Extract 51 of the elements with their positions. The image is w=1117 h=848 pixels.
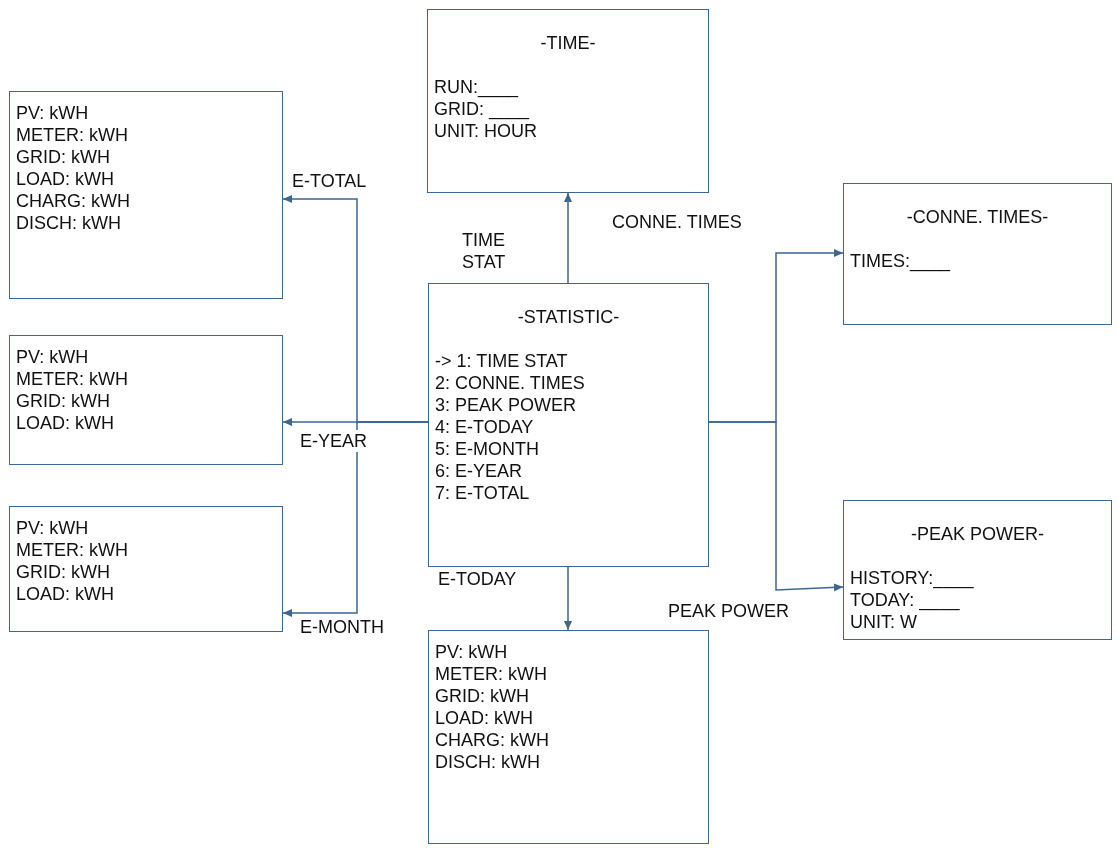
menu-line: PV: kWH — [16, 346, 90, 368]
menu-line: UNIT: HOUR — [434, 120, 538, 142]
menu-line: TODAY: ____ — [850, 589, 961, 611]
arrow — [564, 566, 572, 631]
menu-box — [428, 283, 709, 567]
menu-line: UNIT: W — [850, 611, 918, 633]
menu-box — [9, 91, 283, 299]
menu-line: GRID: kWH — [435, 685, 530, 707]
menu-line: METER: kWH — [16, 539, 129, 561]
arrow — [282, 421, 429, 617]
menu-box — [843, 183, 1112, 325]
menu-line: PV: kWH — [16, 102, 90, 124]
menu-line: GRID: kWH — [16, 390, 111, 412]
menu-line: METER: kWH — [16, 124, 129, 146]
screen-title: -CONNE. TIMES- — [905, 206, 1050, 228]
menu-line: RUN:____ — [434, 76, 520, 98]
screen-title: -STATISTIC- — [516, 306, 621, 328]
menu-line: METER: kWH — [435, 663, 548, 685]
menu-line: CHARG: kWH — [435, 729, 550, 751]
menu-box — [843, 500, 1112, 640]
menu-line: CHARG: kWH — [16, 190, 131, 212]
menu-line: 5: E-MONTH — [435, 438, 540, 460]
menu-line: DISCH: kWH — [435, 751, 541, 773]
menu-line: LOAD: kWH — [435, 707, 534, 729]
menu-line: 6: E-YEAR — [435, 460, 524, 482]
menu-box — [427, 9, 709, 193]
menu-line: HISTORY:____ — [850, 567, 975, 589]
menu-line: 4: E-TODAY — [435, 416, 535, 438]
menu-line: -> 1: TIME STAT — [435, 350, 569, 372]
menu-line: LOAD: kWH — [16, 168, 115, 190]
menu-line: LOAD: kWH — [16, 412, 115, 434]
arrow — [564, 192, 572, 284]
menu-line: 7: E-TOTAL — [435, 482, 531, 504]
menu-line: GRID: kWH — [16, 146, 111, 168]
screen-title: -TIME- — [539, 32, 597, 54]
menu-box — [9, 506, 283, 632]
menu-line: GRID: kWH — [16, 561, 111, 583]
menu-line: GRID: ____ — [434, 98, 531, 120]
screen-title: -PEAK POWER- — [910, 523, 1045, 545]
menu-line: METER: kWH — [16, 368, 129, 390]
arrow — [708, 421, 844, 592]
edge-label: E-YEAR — [300, 430, 368, 452]
menu-line: TIMES:____ — [850, 250, 952, 272]
menu-box — [9, 335, 283, 465]
menu-line: 2: CONNE. TIMES — [435, 372, 586, 394]
menu-line: PV: kWH — [435, 641, 509, 663]
menu-line: DISCH: kWH — [16, 212, 122, 234]
menu-line: 3: PEAK POWER — [435, 394, 578, 416]
menu-line: PV: kWH — [16, 517, 90, 539]
menu-box — [428, 630, 709, 844]
menu-line: LOAD: kWH — [16, 583, 115, 605]
